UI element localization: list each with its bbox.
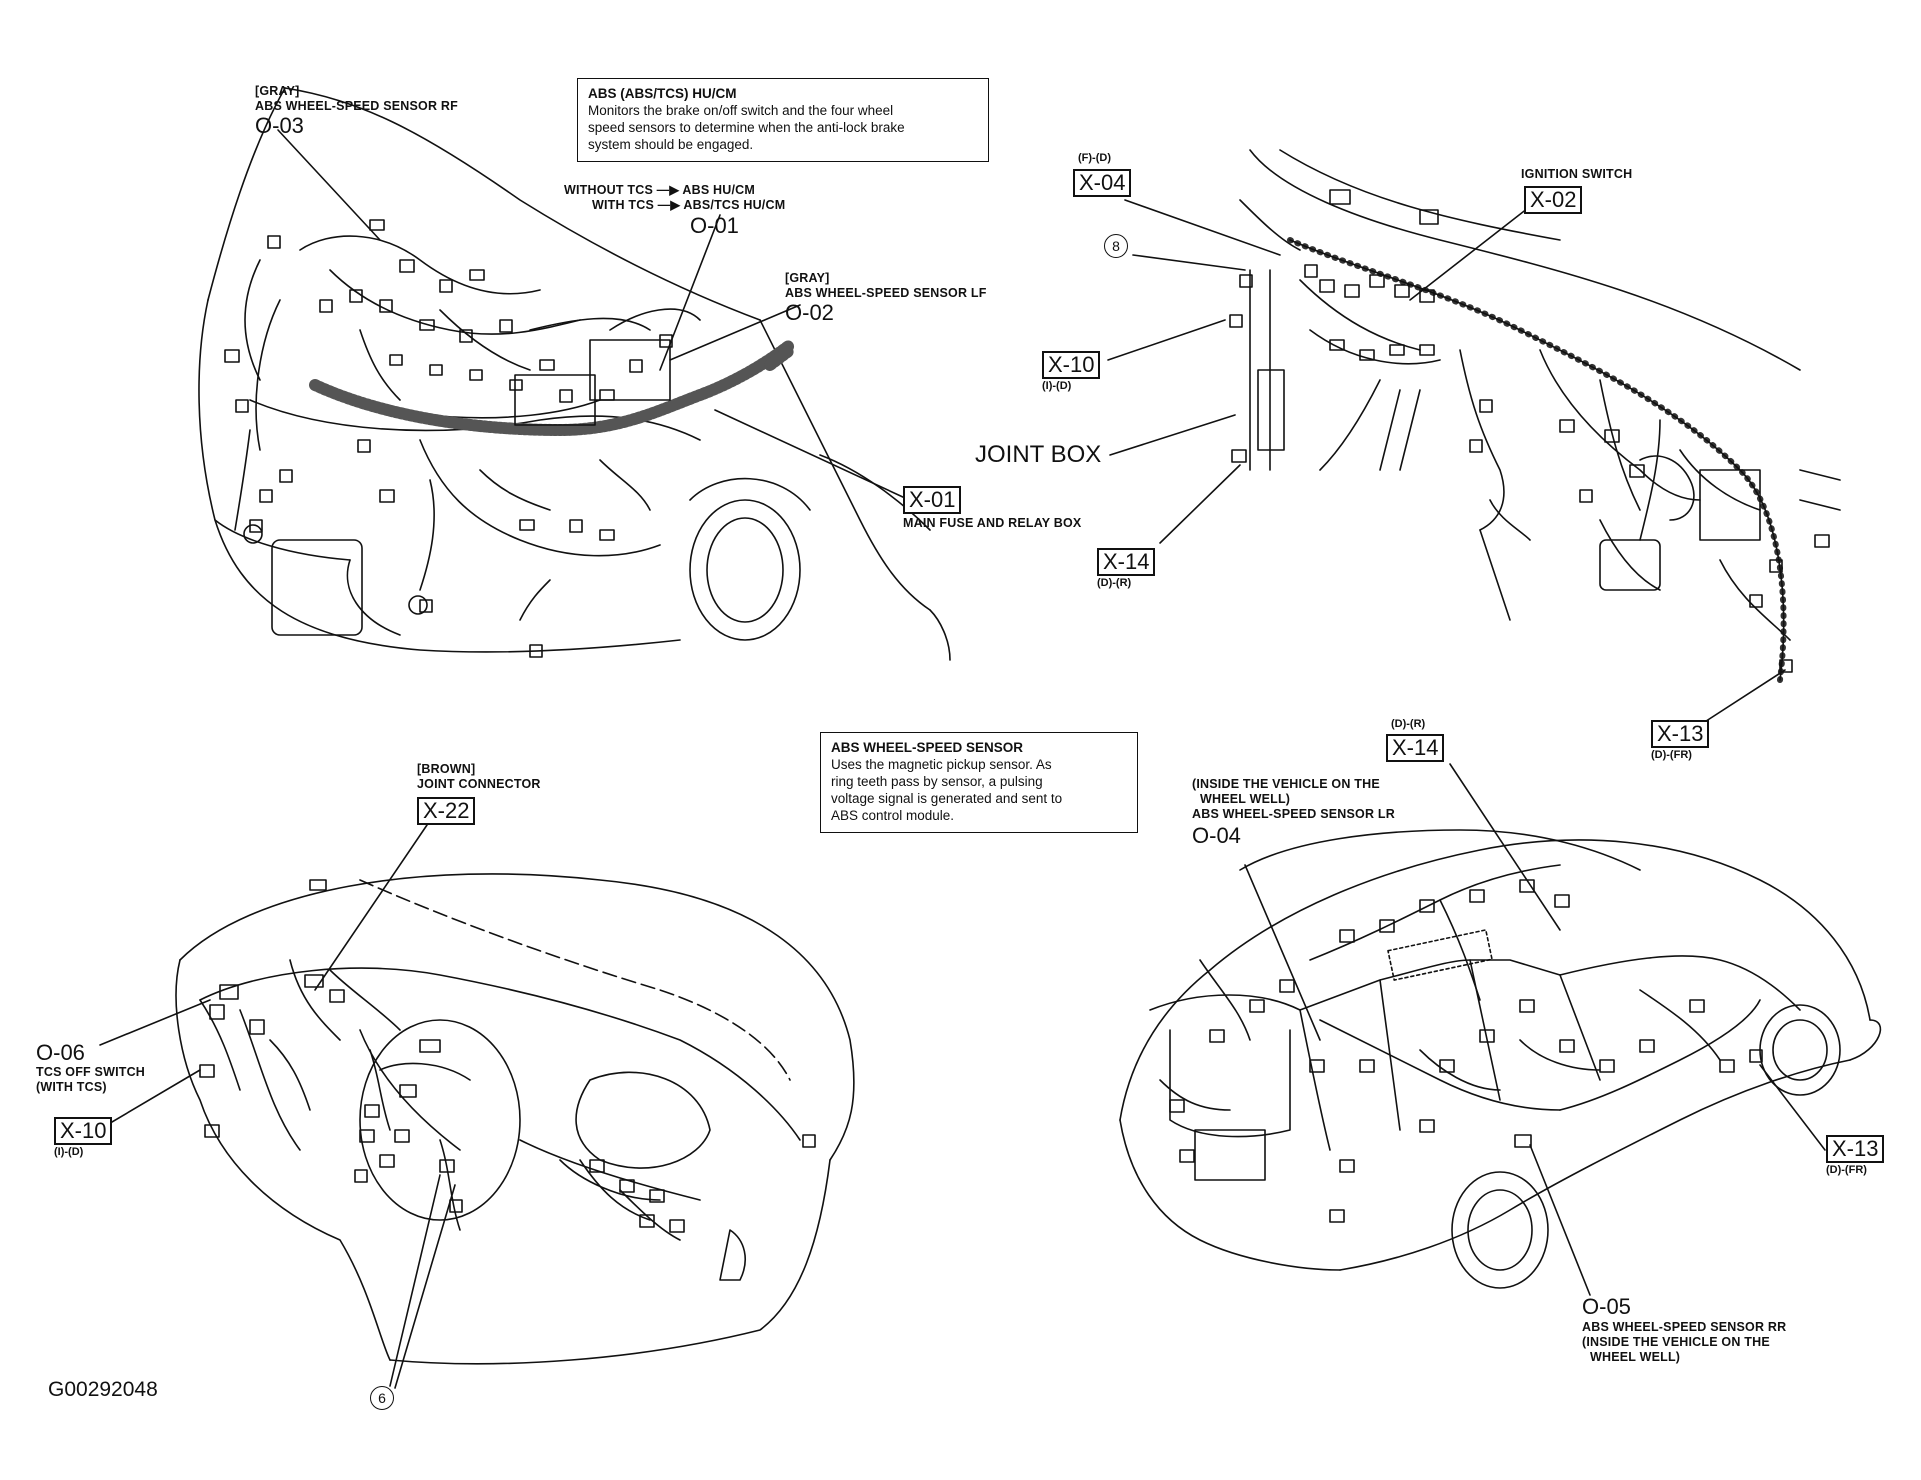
x13-bottom-pos: (D)-(FR)	[1826, 1164, 1867, 1176]
callout-line: Uses the magnetic pickup sensor. As	[831, 757, 1052, 772]
callout-line: voltage signal is generated and sent to	[831, 791, 1063, 806]
leader-lines	[94, 129, 1826, 1389]
x13-top-pos: (D)-(FR)	[1651, 749, 1692, 761]
dashboard-illustration	[175, 873, 855, 1365]
x14-bottom-code: X-14	[1386, 734, 1445, 762]
o06-name1: TCS OFF SWITCH	[36, 1065, 146, 1079]
figure-id: G00292048	[48, 1378, 158, 1401]
o03-code: O-03	[255, 113, 304, 138]
o03-color: [GRAY]	[255, 84, 300, 98]
o05-code: O-05	[1582, 1294, 1631, 1319]
callout-line: system should be engaged.	[588, 137, 754, 152]
o01-line2: WITH TCS —▶ ABS/TCS HU/CM	[592, 198, 786, 212]
callout-line: speed sensors to determine when the anti…	[588, 120, 905, 135]
o04-note1: (INSIDE THE VEHICLE ON THE	[1192, 777, 1380, 791]
o04-note2: WHEEL WELL)	[1200, 792, 1291, 806]
o01-line1: WITHOUT TCS —▶ ABS HU/CM	[564, 183, 756, 197]
callout-title: ABS (ABS/TCS) HU/CM	[588, 86, 737, 101]
x10-top-code: X-10	[1042, 351, 1101, 379]
x14-bottom-pos: (D)-(R)	[1391, 718, 1426, 730]
callout-title: ABS WHEEL-SPEED SENSOR	[831, 740, 1024, 755]
joint-box-label: JOINT BOX	[975, 441, 1102, 468]
x22-code: X-22	[417, 797, 476, 825]
o02-color: [GRAY]	[785, 271, 830, 285]
o05-name: ABS WHEEL-SPEED SENSOR RR	[1582, 1320, 1787, 1334]
vehicle-rear-illustration	[1119, 829, 1882, 1289]
callout-line: ring teeth pass by sensor, a pulsing	[831, 774, 1043, 789]
instrument-panel-interior-illustration	[1229, 149, 1841, 683]
o04-code: O-04	[1192, 823, 1241, 848]
x10-bottom-code: X-10	[54, 1117, 113, 1145]
abs-hucm-callout: ABS (ABS/TCS) HU/CM Monitors the brake o…	[577, 78, 989, 162]
x22-color: [BROWN]	[417, 762, 476, 776]
o05-note1: (INSIDE THE VEHICLE ON THE	[1582, 1335, 1770, 1349]
o02-name: ABS WHEEL-SPEED SENSOR LF	[785, 286, 987, 300]
x13-top-code: X-13	[1651, 720, 1710, 748]
reference-8-marker: 8	[1104, 234, 1128, 258]
reference-6-marker: 6	[370, 1386, 394, 1410]
x10-bottom-pos: (I)-(D)	[54, 1146, 84, 1158]
callout-line: Monitors the brake on/off switch and the…	[588, 103, 894, 118]
x01-code: X-01	[903, 486, 962, 514]
x13-bottom-code: X-13	[1826, 1135, 1885, 1163]
o06-code: O-06	[36, 1040, 85, 1065]
x14-top-pos: (D)-(R)	[1097, 577, 1132, 589]
x04-code: X-04	[1073, 169, 1132, 197]
o06-name2: (WITH TCS)	[36, 1080, 107, 1094]
x14-top-code: X-14	[1097, 548, 1156, 576]
x02-name: IGNITION SWITCH	[1521, 167, 1633, 181]
x10-top-pos: (I)-(D)	[1042, 380, 1072, 392]
callout-line: ABS control module.	[831, 808, 955, 823]
engine-compartment-illustration	[198, 87, 951, 661]
x02-code: X-02	[1524, 186, 1583, 214]
o03-name: ABS WHEEL-SPEED SENSOR RF	[255, 99, 458, 113]
wheel-speed-sensor-callout: ABS WHEEL-SPEED SENSOR Uses the magnetic…	[820, 732, 1138, 833]
o04-name: ABS WHEEL-SPEED SENSOR LR	[1192, 807, 1395, 821]
o02-code: O-02	[785, 300, 834, 325]
x04-pos: (F)-(D)	[1078, 152, 1111, 164]
o01-code: O-01	[690, 213, 739, 238]
x22-name: JOINT CONNECTOR	[417, 777, 541, 791]
x01-name: MAIN FUSE AND RELAY BOX	[903, 516, 1082, 530]
o05-note2: WHEEL WELL)	[1590, 1350, 1681, 1364]
